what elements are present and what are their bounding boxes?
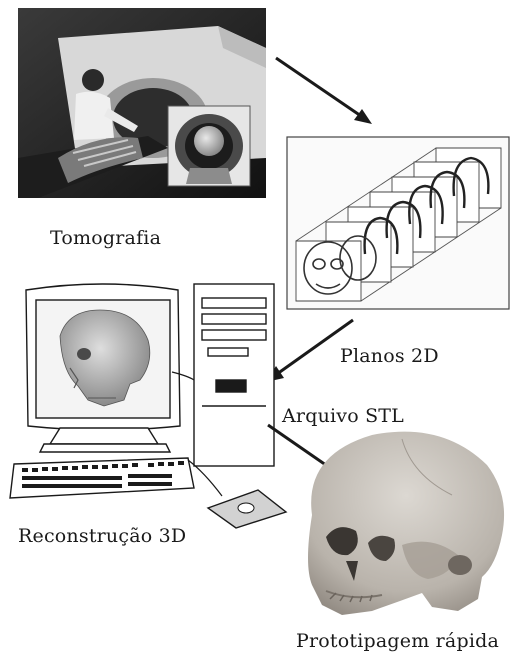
prototyping-label: Prototipagem rápida (296, 630, 499, 652)
skull-model-icon (282, 415, 512, 625)
reconstruction-label: Reconstrução 3D (18, 525, 186, 547)
